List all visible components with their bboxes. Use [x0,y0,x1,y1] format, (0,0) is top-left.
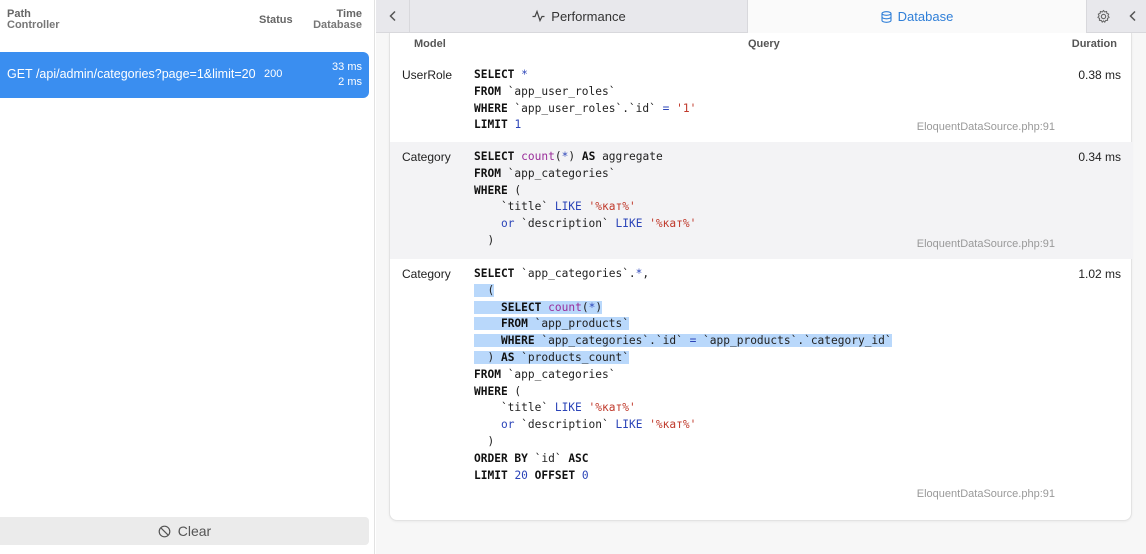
query-source[interactable]: EloquentDataSource.php:91 [916,121,1055,133]
query-sql[interactable]: SELECT count(*) AS aggregate FROM `app_c… [474,150,697,247]
request-total-time: 33 ms [332,61,362,73]
query-model: UserRole [402,68,453,82]
chevron-left-icon [1129,10,1136,22]
gear-icon [1097,9,1110,23]
query-source[interactable]: EloquentDataSource.php:91 [916,488,1055,500]
query-source[interactable]: EloquentDataSource.php:91 [916,238,1055,250]
query-sql[interactable]: SELECT `app_categories`.*, ( SELECT coun… [474,267,892,482]
requests-panel: Path Controller Status Time Database GET… [0,0,375,554]
path-column-header: Path Controller [7,9,60,31]
tab-performance[interactable]: Performance [411,0,748,32]
query-duration: 1.02 ms [1078,267,1121,281]
queries-table: Model Query Duration UserRole SELECT * F… [389,33,1133,521]
settings-button[interactable] [1086,0,1120,32]
request-times: 33 ms 2 ms [332,60,362,90]
query-model: Category [402,150,451,164]
time-header-label: Time [336,8,362,20]
request-row[interactable]: GET /api/admin/categories?page=1&limit=2… [0,52,369,98]
query-model: Category [402,267,451,281]
back-button[interactable] [376,0,410,32]
tab-bar: Performance Database [376,0,1146,33]
query-column-header: Query [748,38,780,50]
query-duration: 0.38 ms [1078,68,1121,82]
status-column-header: Status [259,14,293,26]
tab-database[interactable]: Database [748,0,1086,33]
duration-column-header: Duration [1071,38,1117,50]
clear-button[interactable]: Clear [0,517,369,545]
request-status: 200 [264,68,283,80]
tab-performance-label: Performance [551,8,626,24]
table-row[interactable]: UserRole SELECT * FROM `app_user_roles` … [390,60,1133,142]
database-header-label: Database [313,19,362,31]
database-icon [881,10,892,23]
query-sql[interactable]: SELECT * FROM `app_user_roles` WHERE `ap… [474,68,697,132]
request-path: GET /api/admin/categories?page=1&limit=2… [7,67,256,81]
clear-icon [158,525,171,537]
table-row[interactable]: Category SELECT `app_categories`.*, ( SE… [390,259,1133,511]
activity-icon [532,9,545,23]
table-row[interactable]: Category SELECT count(*) AS aggregate FR… [390,142,1133,259]
tab-database-label: Database [897,9,954,24]
controller-header-label: Controller [7,19,60,31]
query-duration: 0.34 ms [1078,150,1121,164]
path-header-label: Path [7,8,31,20]
requests-header: Path Controller Status Time Database [0,0,375,40]
model-column-header: Model [414,38,446,50]
clear-button-label: Clear [177,523,212,539]
time-column-header: Time Database [313,9,362,31]
chevron-left-icon [388,10,396,22]
request-db-time: 2 ms [338,76,362,88]
collapse-button[interactable] [1120,0,1146,32]
details-panel: Performance Database Model Query Duratio… [376,0,1146,554]
